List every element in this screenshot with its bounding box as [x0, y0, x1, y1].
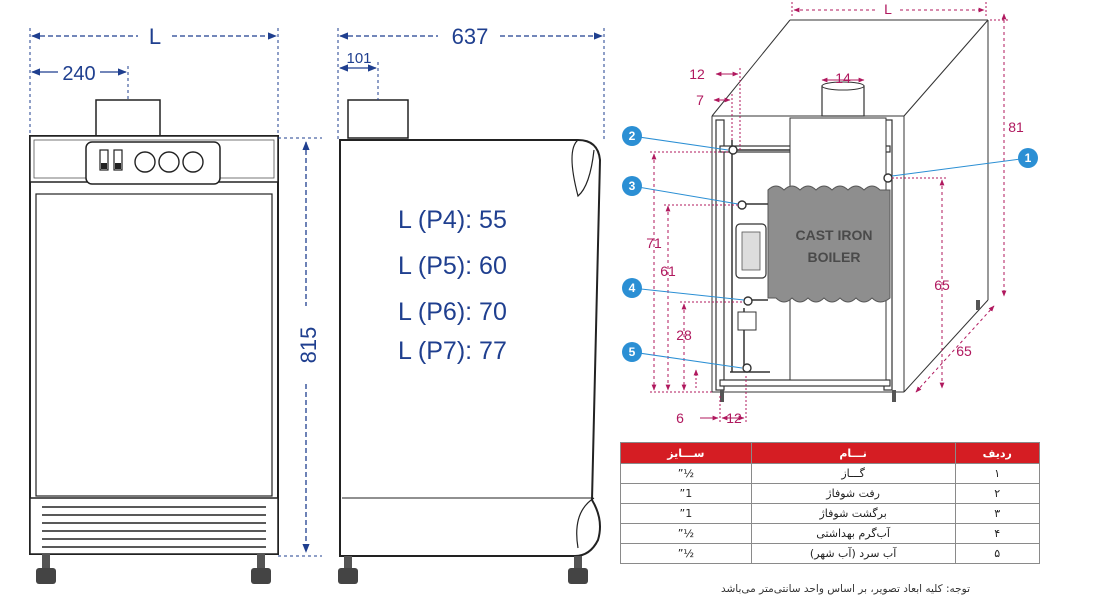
perspective-view: CAST IRON BOILER	[622, 1, 1038, 426]
persp-dim-65-height: 65	[934, 277, 950, 293]
side-view: 637 101 815 L (P4): 55 L (P5): 60 L (P6)…	[278, 24, 605, 584]
svg-text:5: 5	[629, 345, 636, 359]
model-length-p6: L (P6): 70	[398, 298, 507, 326]
callout-5: 5	[622, 342, 642, 362]
cell-size: ½”	[620, 543, 752, 564]
table-row: ۵ آب سرد (آب شهر) ½”	[620, 543, 1041, 564]
side-chimney-offset-label: 101	[346, 50, 371, 67]
front-width-label: L	[149, 24, 161, 49]
cell-size: ½”	[620, 463, 752, 484]
cell-name: گـــاز	[750, 463, 956, 484]
cell-size: 1”	[620, 483, 752, 504]
cell-row-number: ۱	[954, 463, 1041, 484]
boiler-label-line1: CAST IRON	[796, 227, 873, 243]
header-size: ســـایز	[620, 442, 752, 464]
cell-row-number: ۳	[954, 503, 1041, 524]
persp-dim-71: 71	[646, 235, 662, 251]
cell-name: رفت شوفاژ	[750, 483, 956, 504]
front-door	[35, 193, 273, 497]
model-length-p4: L (P4): 55	[398, 206, 507, 234]
svg-text:3: 3	[629, 179, 636, 193]
cell-name: آب‌گرم بهداشتی	[750, 523, 956, 544]
persp-dim-12-bottom: 12	[726, 410, 742, 426]
front-feet	[36, 554, 271, 584]
table-row: ۲ رفت شوفاژ 1”	[620, 483, 1041, 504]
persp-dim-chimney: 14	[835, 70, 851, 86]
cell-row-number: ۲	[954, 483, 1041, 504]
cell-row-number: ۵	[954, 543, 1041, 564]
persp-dim-65-depth: 65	[956, 343, 972, 359]
cell-name: آب سرد (آب شهر)	[750, 543, 956, 564]
model-length-p7: L (P7): 77	[398, 337, 507, 365]
callout-2: 2	[622, 126, 642, 146]
side-body	[339, 139, 602, 557]
side-height-label: 815	[296, 327, 321, 364]
table-row: ۱ گـــاز ½”	[620, 463, 1041, 484]
persp-dim-12-top: 12	[689, 66, 705, 82]
svg-text:4: 4	[629, 281, 636, 295]
side-depth-label: 637	[452, 24, 489, 49]
persp-dim-7: 7	[696, 92, 704, 108]
side-chimney	[347, 99, 409, 139]
callout-1: 1	[1018, 148, 1038, 168]
boiler-label-line2: BOILER	[808, 249, 861, 265]
persp-dim-6: 6	[676, 410, 684, 426]
front-chimney	[95, 99, 161, 137]
connections-table: ردیف نـــام ســـایز ۱ گـــاز ½” ۲ رفت شو…	[620, 442, 1041, 564]
header-row-number: ردیف	[954, 442, 1041, 464]
callout-3: 3	[622, 176, 642, 196]
table-row: ۴ آب‌گرم بهداشتی ½”	[620, 523, 1041, 544]
cell-size: 1”	[620, 503, 752, 524]
persp-dim-81: 81	[1008, 119, 1024, 135]
svg-text:1: 1	[1025, 151, 1032, 165]
callout-4: 4	[622, 278, 642, 298]
persp-dim-61: 61	[660, 263, 676, 279]
cell-row-number: ۴	[954, 523, 1041, 544]
cast-iron-boiler-block	[767, 185, 891, 303]
front-view: L 240	[29, 24, 279, 584]
table-header-row: ردیف نـــام ســـایز	[620, 442, 1041, 464]
table-row: ۳ برگشت شوفاژ 1”	[620, 503, 1041, 524]
svg-text:2: 2	[629, 129, 636, 143]
persp-dim-28: 28	[676, 327, 692, 343]
front-chimney-offset-label: 240	[62, 63, 95, 85]
header-name: نـــام	[750, 442, 956, 464]
units-note: توجه: کلیه ابعاد تصویر، بر اساس واحد سان…	[721, 583, 970, 595]
cell-name: برگشت شوفاژ	[750, 503, 956, 524]
side-feet	[338, 556, 588, 584]
vent-grille	[42, 506, 266, 548]
persp-width-label: L	[884, 1, 892, 17]
cell-size: ½”	[620, 523, 752, 544]
model-length-p5: L (P5): 60	[398, 252, 507, 280]
